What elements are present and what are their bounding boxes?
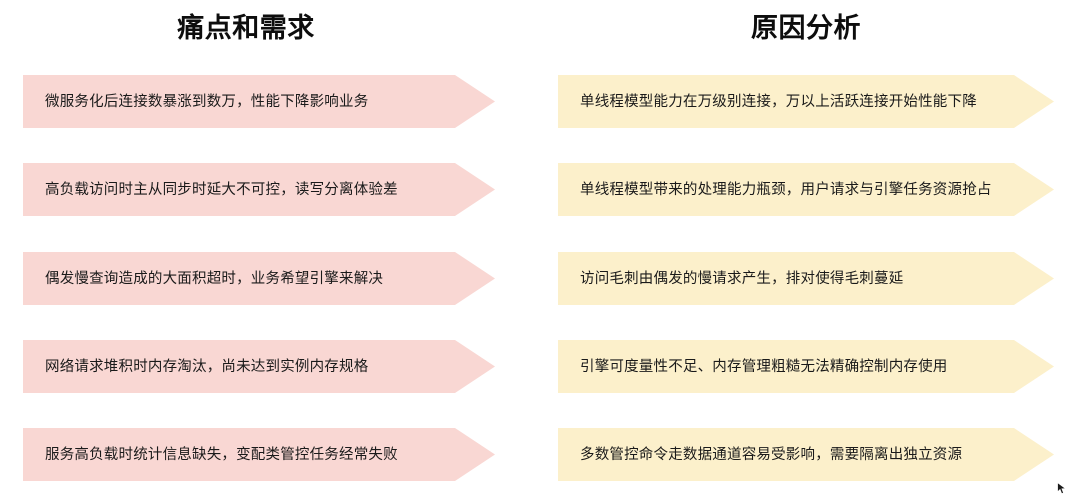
cause-analysis-column-title: 原因分析 <box>751 13 861 43</box>
pain-point-chevron[interactable]: 微服务化后连接数暴涨到数万，性能下降影响业务 <box>23 75 495 128</box>
cause-analysis-label: 单线程模型能力在万级别连接，万以上活跃连接开始性能下降 <box>580 93 977 110</box>
pain-point-chevron[interactable]: 服务高负载时统计信息缺失，变配类管控任务经常失败 <box>23 428 495 481</box>
cause-analysis-label: 单线程模型带来的处理能力瓶颈，用户请求与引擎任务资源抢占 <box>580 181 992 198</box>
cause-analysis-label: 多数管控命令走数据通道容易受影响，需要隔离出独立资源 <box>580 446 963 463</box>
mouse-cursor-icon <box>1057 482 1067 495</box>
cause-analysis-chevron[interactable]: 单线程模型带来的处理能力瓶颈，用户请求与引擎任务资源抢占 <box>558 163 1054 216</box>
pain-points-column-title: 痛点和需求 <box>177 13 315 43</box>
cause-analysis-label: 引擎可度量性不足、内存管理粗糙无法精确控制内存使用 <box>580 358 948 375</box>
pain-point-chevron[interactable]: 偶发慢查询造成的大面积超时，业务希望引擎来解决 <box>23 252 495 305</box>
pain-point-label: 服务高负载时统计信息缺失，变配类管控任务经常失败 <box>45 446 398 463</box>
pain-point-label: 偶发慢查询造成的大面积超时，业务希望引擎来解决 <box>45 270 384 287</box>
pain-point-chevron[interactable]: 网络请求堆积时内存淘汰，尚未达到实例内存规格 <box>23 340 495 393</box>
cause-analysis-chevron[interactable]: 引擎可度量性不足、内存管理粗糙无法精确控制内存使用 <box>558 340 1054 393</box>
pain-point-label: 网络请求堆积时内存淘汰，尚未达到实例内存规格 <box>45 358 369 375</box>
cause-analysis-chevron[interactable]: 访问毛刺由偶发的慢请求产生，排对使得毛刺蔓延 <box>558 252 1054 305</box>
pain-point-label: 高负载访问时主从同步时延大不可控，读写分离体验差 <box>45 181 398 198</box>
cause-analysis-chevron[interactable]: 多数管控命令走数据通道容易受影响，需要隔离出独立资源 <box>558 428 1054 481</box>
cause-analysis-chevron[interactable]: 单线程模型能力在万级别连接，万以上活跃连接开始性能下降 <box>558 75 1054 128</box>
pain-point-chevron[interactable]: 高负载访问时主从同步时延大不可控，读写分离体验差 <box>23 163 495 216</box>
cause-analysis-label: 访问毛刺由偶发的慢请求产生，排对使得毛刺蔓延 <box>580 270 904 287</box>
pain-point-label: 微服务化后连接数暴涨到数万，性能下降影响业务 <box>45 93 369 110</box>
